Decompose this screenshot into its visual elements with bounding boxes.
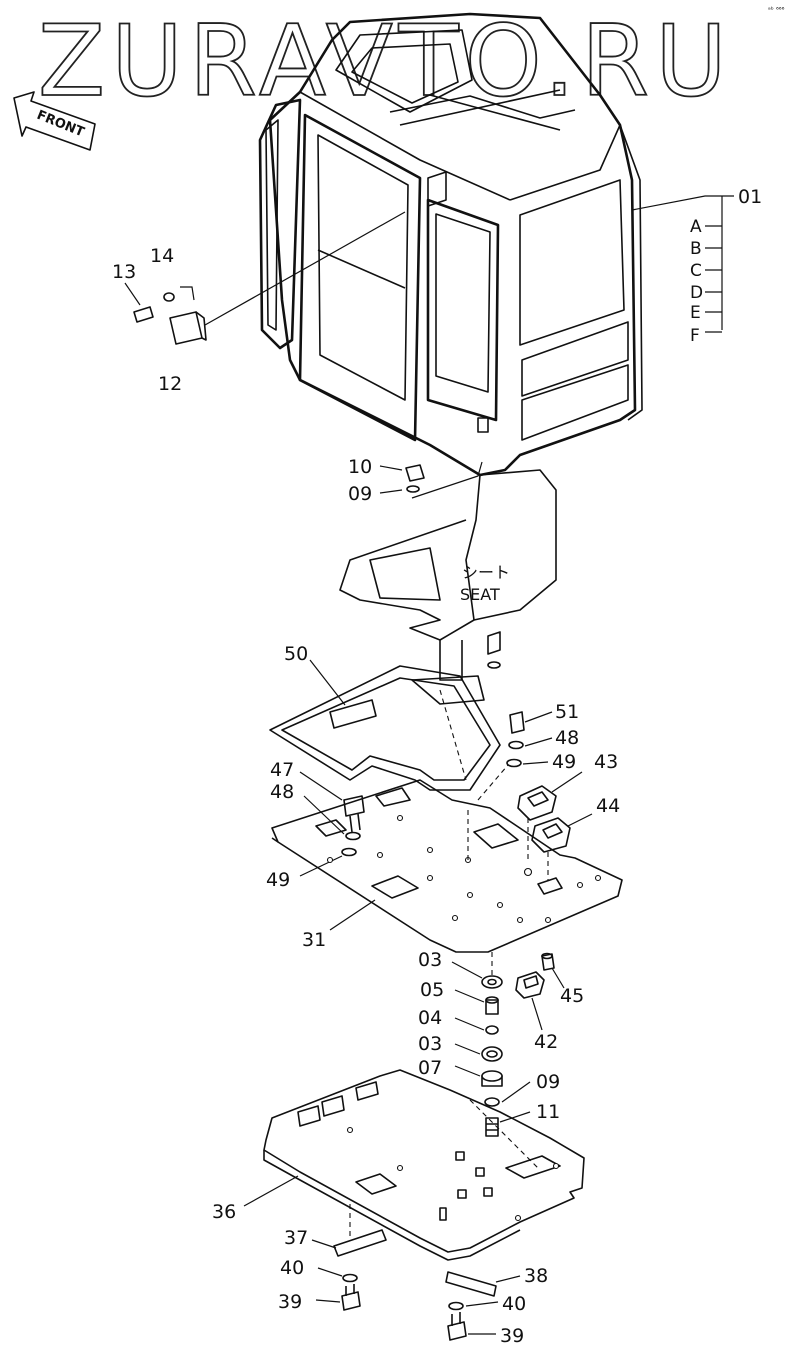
label-49b: 49 [266,869,290,891]
label-40a: 40 [280,1257,304,1279]
variant-a: A [690,217,702,237]
cab-assembly [258,12,643,477]
label-01: 01 [738,186,762,208]
label-07: 07 [418,1057,442,1079]
variant-c: C [690,261,702,281]
label-38: 38 [524,1265,548,1287]
label-45: 45 [560,985,584,1007]
floor-mat: 50 [269,643,501,791]
label-39a: 39 [278,1291,302,1313]
variant-d: D [690,283,703,303]
label-03b: 03 [418,1033,442,1055]
label-40b: 40 [502,1293,526,1315]
label-37: 37 [284,1227,308,1249]
label-03a: 03 [418,949,442,971]
cab-variant-list: 01 A B C D E F [631,186,762,346]
label-10: 10 [348,456,372,478]
label-39b: 39 [500,1325,524,1347]
seat-label-en: SEAT [460,585,500,604]
label-11: 11 [536,1101,560,1123]
variant-e: E [690,303,701,323]
label-43: 43 [594,751,618,773]
label-42: 42 [534,1031,558,1053]
corner-mark: ᵃᵇ ⁶⁶⁶ [768,6,785,14]
label-50: 50 [284,643,308,665]
label-47: 47 [270,759,294,781]
label-48b: 48 [270,781,294,803]
seat-assembly: シート SEAT [339,469,557,681]
nut-washer-parts: 10 09 [348,456,483,505]
label-04: 04 [418,1007,442,1029]
floor-plate-31: 31 [271,779,623,953]
label-49a: 49 [552,751,576,773]
latch-parts: 13 14 12 [112,211,406,395]
variant-f: F [690,326,700,346]
label-31: 31 [302,929,326,951]
base-plate-36: 36 [212,1069,585,1261]
label-09b: 09 [536,1071,560,1093]
rubber-boots: 43 44 [517,751,620,880]
watermark: ZURAVTO.RU [38,5,733,119]
label-09a: 09 [348,483,372,505]
mount-stack: 03 05 04 03 07 09 11 [418,949,560,1171]
label-36: 36 [212,1201,236,1223]
label-48a: 48 [555,727,579,749]
label-44: 44 [596,795,620,817]
base-fasteners: 37 38 40 40 39 39 [278,1204,548,1347]
label-05: 05 [420,979,444,1001]
boot-and-plug: 42 45 [515,952,584,1053]
seat-label-jp: シート [462,563,510,582]
bolt-washer-set-left: 47 48 49 [266,759,365,891]
label-13: 13 [112,261,136,283]
label-14: 14 [150,245,174,267]
label-51: 51 [555,701,579,723]
label-12: 12 [158,373,182,395]
bolt-washer-set-right: 51 48 49 [477,701,579,801]
variant-b: B [690,239,702,259]
